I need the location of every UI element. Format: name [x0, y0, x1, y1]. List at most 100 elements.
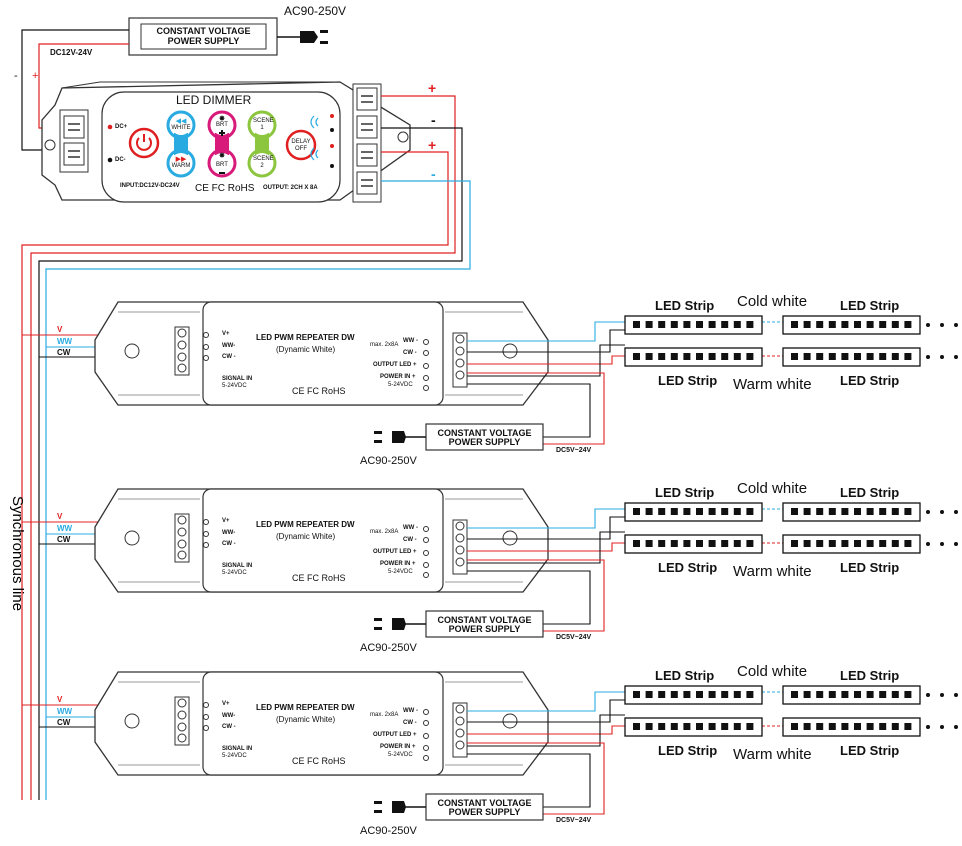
continuation-dots: [926, 323, 958, 327]
signal-range-label: 5-24VDC: [222, 570, 247, 576]
repeater-row: [22, 488, 958, 638]
out-cw-label: CW -: [403, 537, 417, 543]
top-psu-line2: POWER SUPPLY: [167, 36, 240, 46]
repeater-subtitle: (Dynamic White): [276, 532, 336, 541]
out-ww-label: WW -: [403, 708, 418, 714]
cold-white-label: Cold white: [737, 480, 808, 497]
bus-v-label: V: [57, 512, 63, 521]
btn-warm-label: WARM: [171, 163, 191, 169]
psu-line1: CONSTANT VOLTAGE: [437, 798, 532, 808]
dc-label: DC5V~24V: [556, 634, 592, 641]
continuation-dots: [926, 693, 958, 697]
led-strip-label: LED Strip: [840, 298, 900, 313]
repeater-body: [94, 671, 549, 776]
repeater-psu: [374, 793, 544, 821]
power-button[interactable]: [128, 127, 160, 159]
svg-text:▶▶: ▶▶: [176, 156, 187, 163]
led-strip: [782, 717, 921, 737]
ac-label: AC90-250V: [360, 455, 417, 467]
brightness-button[interactable]: ✸ ✸: [207, 110, 237, 178]
led-strip: [782, 347, 921, 367]
dimmer-dc-minus: DC-: [115, 157, 126, 163]
dimmer-dc-plus-dot: [107, 124, 113, 130]
warm-white-label: Warm white: [733, 746, 812, 763]
cold-white-label: Cold white: [737, 293, 808, 310]
repeater-title: LED PWM REPEATER DW: [256, 333, 355, 342]
in-cw-label: CW -: [222, 724, 236, 730]
max-label: max. 2x8A: [370, 529, 399, 535]
top-minus-sign: -: [14, 70, 18, 82]
led-strip: [782, 685, 921, 705]
dimmer-term-plus2: +: [428, 137, 437, 153]
white-warm-button[interactable]: ◀◀ ▶▶: [166, 110, 196, 178]
repeater-subtitle: (Dynamic White): [276, 715, 336, 724]
scene-button[interactable]: [247, 110, 277, 178]
repeater-subtitle: (Dynamic White): [276, 345, 336, 354]
output-led-label: OUTPUT LED +: [373, 362, 417, 368]
led-strip-label: LED Strip: [655, 485, 715, 500]
output-terminal: [423, 519, 468, 578]
repeater-certs: CE FC RoHS: [292, 756, 346, 766]
signal-in-label: SIGNAL IN: [222, 746, 253, 752]
in-ww-label: WW-: [222, 530, 236, 536]
out-cw-label: CW -: [403, 350, 417, 356]
btn-scene1-label: SCENE 1: [253, 118, 274, 131]
repeater-body: [94, 301, 549, 406]
in-ww-label: WW-: [222, 343, 236, 349]
warm-white-label: Warm white: [733, 376, 812, 393]
btn-scene2-label: SCENE 2: [253, 156, 274, 169]
in-cw-label: CW -: [222, 354, 236, 360]
continuation-dots: [926, 355, 958, 359]
in-ww-label: WW-: [222, 713, 236, 719]
cold-white-label: Cold white: [737, 663, 808, 680]
signal-range-label: 5-24VDC: [222, 753, 247, 759]
out-cw-label: CW -: [403, 720, 417, 726]
continuation-dots: [926, 510, 958, 514]
svg-text:✸: ✸: [219, 151, 226, 160]
led-strip: [624, 717, 763, 737]
led-strip: [624, 502, 763, 522]
top-power-supply: [128, 17, 278, 56]
led-strip-label: LED Strip: [658, 373, 718, 388]
in-cw-label: CW -: [222, 541, 236, 547]
delay-off-button[interactable]: [285, 129, 317, 161]
led-strip-label: LED Strip: [840, 373, 900, 388]
btn-delay-label: DELAY OFF: [291, 139, 311, 152]
dimmer-title: LED DIMMER: [176, 93, 252, 107]
input-terminal: [174, 696, 209, 746]
repeater-row: [22, 671, 958, 821]
out-ww-label: WW -: [403, 338, 418, 344]
bus-cw-label: CW: [57, 718, 71, 727]
dimmer-output-wires: [21, 95, 471, 800]
dimmer-indicator-icons: [310, 114, 334, 168]
bus-v-label: V: [57, 695, 63, 704]
led-strip-label: LED Strip: [840, 560, 900, 575]
btn-brt-up-label: BRT: [216, 122, 228, 128]
power-in-label: POWER IN +: [380, 374, 416, 380]
input-terminal: [174, 513, 209, 563]
led-strip: [782, 315, 921, 335]
ac-label: AC90-250V: [360, 642, 417, 654]
power-wires: [467, 559, 605, 632]
btn-brt-down-label: BRT: [216, 162, 228, 168]
signal-range-label: 5-24VDC: [222, 383, 247, 389]
output-terminal: [423, 332, 468, 391]
warm-white-label: Warm white: [733, 563, 812, 580]
repeater-row: [22, 301, 958, 451]
continuation-dots: [926, 725, 958, 729]
dimmer-input-label: INPUT:DC12V-DC24V: [120, 183, 180, 189]
led-strip: [624, 685, 763, 705]
power-range-label: 5-24VDC: [388, 382, 413, 388]
led-strip-label: LED Strip: [840, 485, 900, 500]
psu-line1: CONSTANT VOLTAGE: [437, 615, 532, 625]
led-strip: [624, 534, 763, 554]
repeater-title: LED PWM REPEATER DW: [256, 520, 355, 529]
max-label: max. 2x8A: [370, 712, 399, 718]
bus-v-label: V: [57, 325, 63, 334]
top-plus-sign: +: [32, 70, 39, 82]
power-range-label: 5-24VDC: [388, 752, 413, 758]
bus-ww-label: WW: [57, 337, 73, 346]
dc-label: DC5V~24V: [556, 447, 592, 454]
dimmer-term-plus1: +: [428, 80, 437, 96]
